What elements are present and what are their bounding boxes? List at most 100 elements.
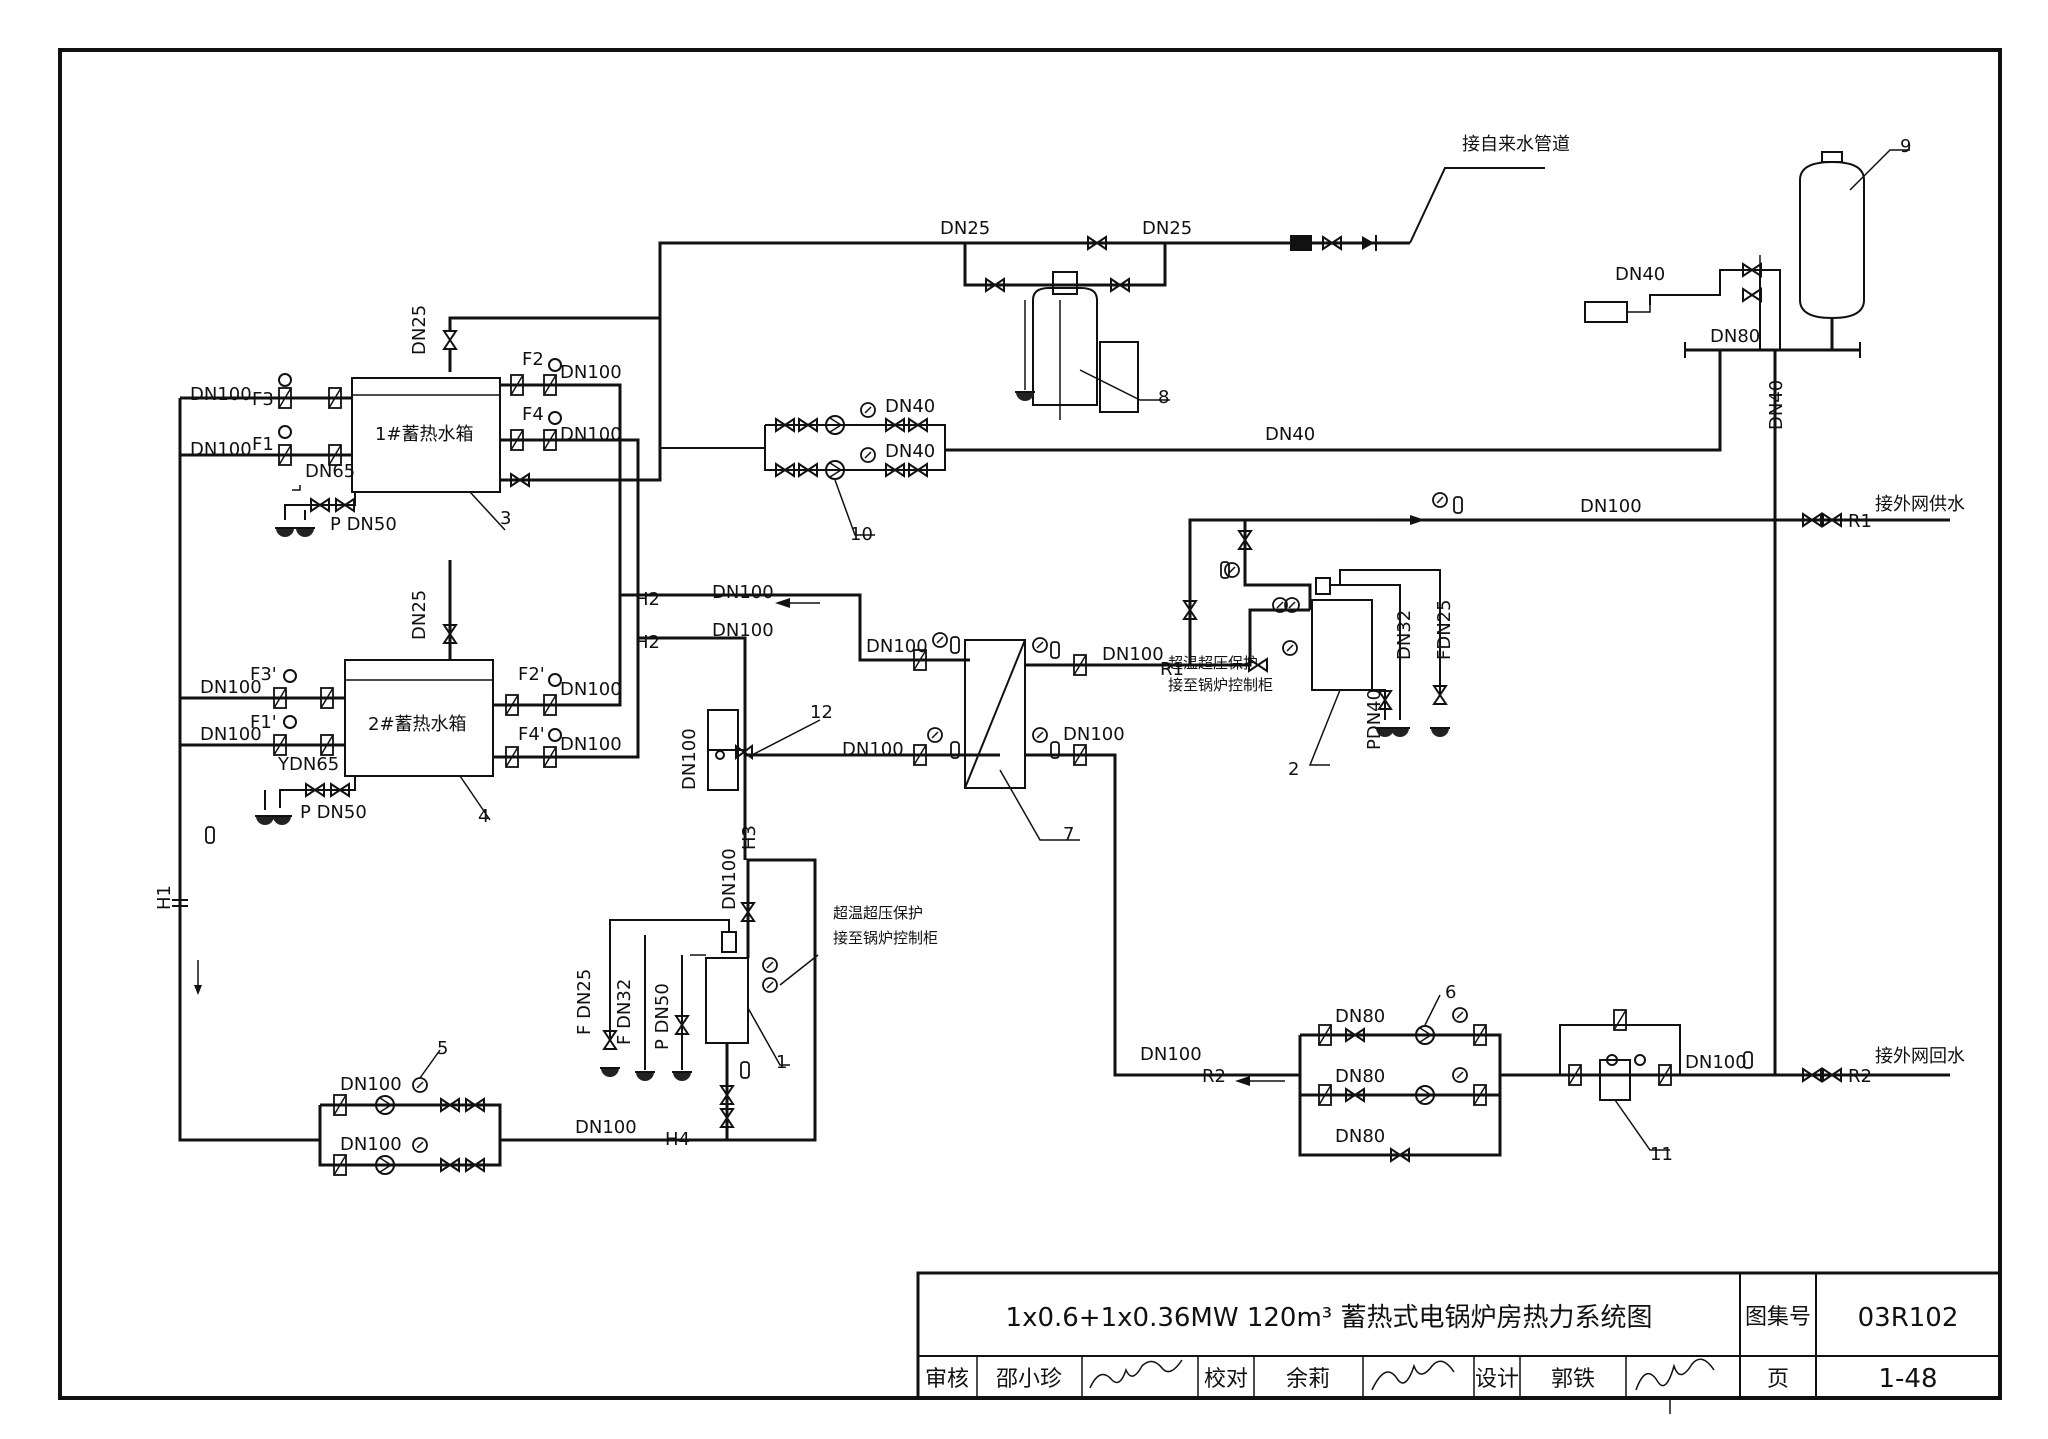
reviewer-signature	[1089, 1359, 1183, 1389]
H4-label: H4	[665, 1129, 690, 1150]
h1-return-line: H1	[154, 398, 320, 1142]
R2-label: R2	[1202, 1066, 1226, 1087]
dn-label: DN100	[719, 848, 740, 910]
equip-number-3: 3	[500, 508, 511, 529]
tank2-label: 2#蓄热水箱	[368, 714, 467, 735]
storage-tank-2: 2#蓄热水箱 F3' F1' DN100 DN100 F2' F4' DN100…	[180, 560, 640, 827]
F1p-label: F1'	[250, 712, 277, 733]
dn-label: DN40	[885, 396, 935, 417]
plate-heat-exchanger-7: DN100 DN100 DN100 7	[866, 632, 1300, 1077]
equip-number-5: 5	[437, 1038, 448, 1059]
page-number: 1-48	[1878, 1364, 1937, 1394]
dn-label: DN100	[200, 677, 262, 698]
dn-label: FDN25	[1434, 599, 1455, 660]
checker-name: 余莉	[1286, 1367, 1330, 1392]
dn-label: DN100	[200, 724, 262, 745]
equip-number-1: 1	[776, 1052, 787, 1073]
designer-signature	[1635, 1358, 1715, 1414]
dn-label: DN100	[340, 1074, 402, 1095]
dn-label: F DN25	[574, 969, 595, 1035]
dn-label: DN100	[190, 439, 252, 460]
protect2-line2: 接至锅炉控制柜	[1168, 676, 1273, 694]
makeup-water-line: 接自来水管道 DN25 DN25 DN25	[409, 134, 1570, 372]
equip-number-7: 7	[1063, 824, 1074, 845]
equip-number-8: 8	[1158, 387, 1169, 408]
electric-boiler-1: 1 F DN25 F DN32 P DN50 DN100 超温超压保护 接至锅炉…	[574, 848, 938, 1140]
atlas-label: 图集号	[1745, 1305, 1811, 1330]
title-block: 1x0.6+1x0.36MW 120m³ 蓄热式电锅炉房热力系统图 图集号 03…	[916, 1271, 2002, 1414]
drain-dn-label: P DN50	[300, 802, 367, 823]
tank1-label: 1#蓄热水箱	[375, 424, 474, 445]
dn-label: DN65	[305, 461, 355, 482]
H3-label: H3	[739, 825, 760, 850]
supply-and-boiler-2: R1 DN100 R1 接外网供水 DN32 FDN25 PDN40	[1160, 492, 1965, 780]
H2-label: H2	[635, 589, 660, 610]
R1-label: R1	[1160, 659, 1184, 680]
dn-label: DN100	[1140, 1044, 1202, 1065]
equip-number-4: 4	[478, 806, 489, 827]
dn-label: DN80	[1710, 326, 1760, 347]
dn-label: PDN40	[1364, 689, 1385, 750]
tap-water-label: 接自来水管道	[1462, 134, 1570, 155]
R2-label: R2	[1848, 1066, 1872, 1087]
dn-label: DN100	[560, 362, 622, 383]
dn-label: DN80	[1335, 1066, 1385, 1087]
dn-label: DN40	[1766, 380, 1787, 430]
F2p-label: F2'	[518, 664, 545, 685]
dn-label: DN100	[190, 384, 252, 405]
three-way-valve-12: 12 H2 H2 DN100 DN100 DN100 H3 DN100	[620, 582, 1000, 860]
F3p-label: F3'	[250, 664, 277, 685]
protect1-line2: 接至锅炉控制柜	[833, 929, 938, 947]
dn-label: F DN32	[614, 979, 635, 1045]
dn-label: DN25	[940, 218, 990, 239]
check-label: 校对	[1204, 1367, 1248, 1392]
F4p-label: F4'	[518, 724, 545, 745]
equip-number-6: 6	[1445, 982, 1456, 1003]
atlas-number: 03R102	[1858, 1303, 1959, 1333]
reviewer-name: 邵小珍	[996, 1367, 1062, 1392]
dn-label: DN100	[1063, 724, 1125, 745]
dn-label: DN100	[575, 1117, 637, 1138]
H2-label: H2	[635, 632, 660, 653]
page-label: 页	[1767, 1367, 1789, 1392]
dn-label: YDN65	[277, 754, 339, 775]
equip-number-10: 10	[850, 524, 873, 545]
dn-label: DN25	[1142, 218, 1192, 239]
F4-label: F4	[522, 404, 544, 425]
pump-group-10: DN40 DN40 10	[659, 396, 946, 545]
dn-label: P DN50	[652, 983, 673, 1050]
checker-signature	[1371, 1360, 1455, 1391]
return-in-label: 接外网回水	[1875, 1046, 1965, 1067]
protect2-line1: 超温超压保护	[1168, 654, 1258, 672]
dn-label: DN80	[1335, 1126, 1385, 1147]
equip-number-2: 2	[1288, 759, 1299, 780]
F3-label: F3	[252, 389, 274, 410]
designer-name: 郭铁	[1551, 1367, 1595, 1392]
dn-label: DN100	[712, 582, 774, 603]
equip-number-11: 11	[1650, 1144, 1673, 1165]
R1-label: R1	[1848, 511, 1872, 532]
dn-label: DN100	[1102, 644, 1164, 665]
dn-label: DN100	[560, 679, 622, 700]
dn-label: DN100	[560, 424, 622, 445]
dn-label: DN25	[409, 590, 430, 640]
drawing-title: 1x0.6+1x0.36MW 120m³ 蓄热式电锅炉房热力系统图	[1006, 1303, 1653, 1333]
drawing-frame	[58, 48, 2002, 1400]
equip-number-9: 9	[1900, 136, 1911, 157]
tap-water-leader	[1409, 167, 1545, 244]
dn-label: DN100	[560, 734, 622, 755]
dn-label: DN100	[340, 1134, 402, 1155]
pump-group-5: DN100 DN100 5 DN100 H4	[318, 858, 817, 1176]
equip-number-12: 12	[810, 702, 833, 723]
water-softener-8: 8	[1014, 271, 1170, 420]
return-line-r2: DN100 R2 DN80 DN80 DN80 6 11 DN1	[1140, 982, 1965, 1165]
supply-out-label: 接外网供水	[1875, 494, 1965, 515]
dn-label: DN100	[679, 728, 700, 790]
drain-dn-label: P DN50	[330, 514, 397, 535]
dn-label: DN100	[712, 620, 774, 641]
expansion-tank-9: 9 DN80 DN40 DN40 DN40	[945, 136, 1911, 1075]
dn-label: DN100	[866, 636, 928, 657]
dn-label: DN40	[1265, 424, 1315, 445]
design-label: 设计	[1475, 1367, 1519, 1392]
